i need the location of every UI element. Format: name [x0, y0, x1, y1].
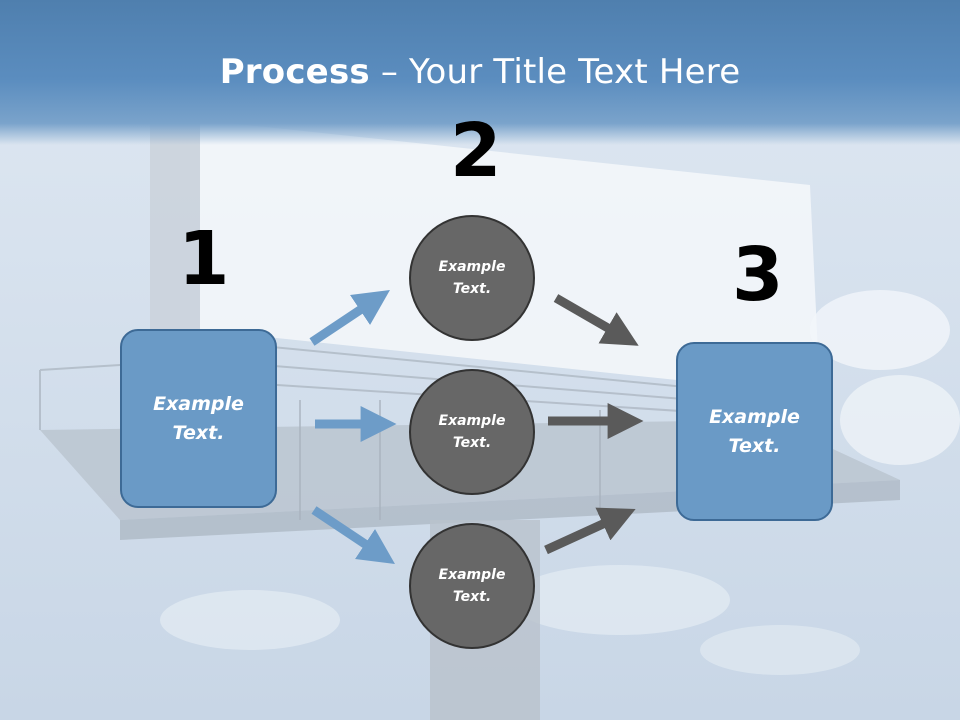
slide-title: Process – Your Title Text Here — [0, 52, 960, 92]
circle-top-text: Example Text. — [438, 258, 506, 297]
circle-middle-text: Example Text. — [438, 412, 506, 451]
step-3-box-text: Example Text. — [709, 406, 800, 457]
title-rest: – Your Title Text Here — [369, 52, 741, 92]
step-2-circle-middle: Example Text. — [409, 369, 535, 495]
step-1-box-text: Example Text. — [153, 393, 244, 444]
step-number-3: 3 — [732, 232, 784, 318]
step-number-2: 2 — [450, 108, 502, 194]
step-1-box: Example Text. — [120, 329, 277, 508]
step-3-box: Example Text. — [676, 342, 833, 521]
title-bold: Process — [219, 52, 370, 92]
step-number-1: 1 — [178, 216, 230, 302]
arrow-from-circle-bottom — [544, 507, 636, 555]
step-2-circle-bottom: Example Text. — [409, 523, 535, 649]
arrow-to-circle-bottom — [311, 506, 395, 564]
title-bar — [0, 0, 960, 145]
arrow-to-circle-top — [309, 290, 390, 346]
arrow-from-circle-top — [553, 294, 639, 346]
step-2-circle-top: Example Text. — [409, 215, 535, 341]
circle-bottom-text: Example Text. — [438, 566, 506, 605]
